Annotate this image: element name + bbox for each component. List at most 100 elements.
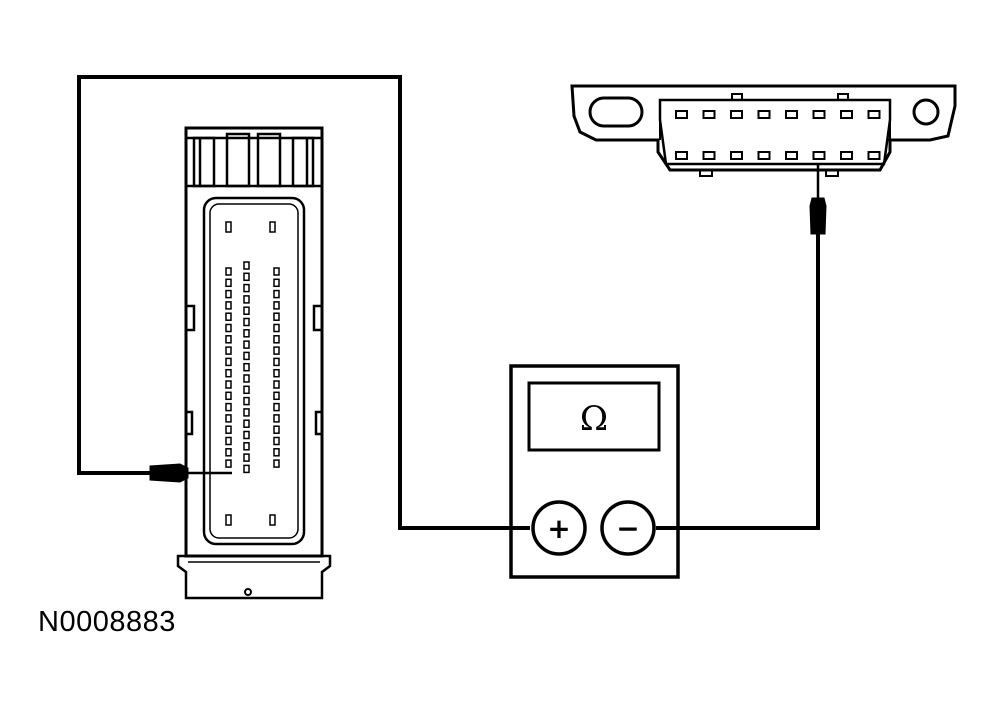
module-pin xyxy=(273,357,280,367)
module-pin xyxy=(243,351,250,361)
dlc-pin xyxy=(757,151,771,160)
multimeter: Ω + − xyxy=(509,364,680,579)
dlc-pin xyxy=(812,151,826,160)
module-pin xyxy=(273,459,280,468)
module-pin xyxy=(243,272,250,282)
module-pin xyxy=(225,391,232,401)
dlc-mount-hole xyxy=(912,98,940,126)
module-pin xyxy=(243,362,250,372)
positive-lead-wire xyxy=(77,75,530,530)
module-pin xyxy=(273,402,280,412)
dlc-mount-slot xyxy=(588,96,644,128)
connector-latch xyxy=(186,132,322,188)
module-pin xyxy=(225,346,232,355)
dlc-pin xyxy=(675,110,688,119)
module-pin xyxy=(225,436,232,446)
module-pin xyxy=(225,414,232,423)
dlc-pin xyxy=(867,151,881,160)
dlc-pin xyxy=(785,110,798,119)
module-pin xyxy=(243,261,250,270)
module-pin xyxy=(225,278,232,288)
dlc-flange xyxy=(570,84,957,172)
connector-skirt xyxy=(176,554,332,600)
module-pin xyxy=(225,448,232,457)
dlc-pin xyxy=(785,151,798,160)
module-pin xyxy=(243,419,250,428)
module-pin xyxy=(243,317,250,327)
module-pin xyxy=(269,514,276,526)
dlc-pin xyxy=(867,110,881,119)
module-pin xyxy=(243,442,250,451)
data-link-connector xyxy=(570,84,957,177)
module-pin xyxy=(225,425,232,434)
dlc-pin xyxy=(675,151,688,160)
module-pin xyxy=(273,436,280,446)
module-pin xyxy=(225,221,232,233)
figure-id: N0008883 xyxy=(38,606,176,638)
module-pin xyxy=(225,368,232,378)
module-back-probe xyxy=(149,463,232,483)
multimeter-body xyxy=(509,364,680,579)
negative-lead-wire xyxy=(656,232,820,530)
module-connector xyxy=(176,126,332,600)
module-pin xyxy=(269,221,276,233)
module-pin xyxy=(273,267,280,276)
module-pin xyxy=(243,464,250,474)
dlc-pin xyxy=(840,151,853,160)
module-pin xyxy=(243,283,250,293)
module-pin xyxy=(273,391,280,401)
dlc-pin xyxy=(757,110,771,119)
positive-terminal[interactable] xyxy=(531,500,587,556)
dlc-back-probe xyxy=(809,164,827,235)
dlc-pin xyxy=(840,110,853,119)
module-pin xyxy=(243,340,250,349)
module-pin xyxy=(225,289,232,299)
dlc-shroud xyxy=(658,98,892,166)
module-pins xyxy=(225,221,280,526)
dlc-pin xyxy=(812,110,826,119)
module-pin xyxy=(225,459,232,468)
negative-terminal[interactable] xyxy=(600,500,656,556)
module-pin xyxy=(273,312,280,321)
module-pin xyxy=(243,374,250,383)
module-pin xyxy=(225,357,232,367)
module-pin xyxy=(225,312,232,321)
module-pin xyxy=(225,335,232,344)
module-pin xyxy=(273,346,280,355)
module-pin xyxy=(225,402,232,412)
connector-side-tabs xyxy=(184,304,324,436)
multimeter-display xyxy=(527,381,661,452)
dlc-pins xyxy=(675,110,881,160)
module-pin xyxy=(225,380,232,389)
module-pin xyxy=(273,414,280,423)
module-pin xyxy=(243,396,250,406)
ohm-symbol: Ω xyxy=(580,399,608,439)
module-pin xyxy=(243,408,250,417)
module-connector-body xyxy=(184,126,324,558)
positive-terminal-label: + xyxy=(547,512,570,545)
module-pin xyxy=(273,289,280,299)
wires xyxy=(77,75,820,530)
module-pin xyxy=(243,329,250,338)
module-pin xyxy=(243,306,250,315)
module-pin xyxy=(273,335,280,344)
module-pin xyxy=(273,301,280,310)
module-pin xyxy=(273,380,280,389)
dlc-pin xyxy=(730,110,743,119)
pin-housing xyxy=(202,196,306,546)
module-pin xyxy=(243,430,250,440)
module-pin xyxy=(273,425,280,434)
module-pin xyxy=(225,301,232,310)
module-pin xyxy=(225,267,232,276)
module-pin xyxy=(243,453,250,462)
negative-terminal-label: − xyxy=(616,512,639,545)
dlc-pin xyxy=(730,151,743,160)
module-pin xyxy=(273,278,280,288)
module-pin xyxy=(273,448,280,457)
module-pin xyxy=(273,323,280,333)
module-pin xyxy=(243,385,250,395)
module-pin xyxy=(225,323,232,333)
module-pin xyxy=(243,295,250,304)
